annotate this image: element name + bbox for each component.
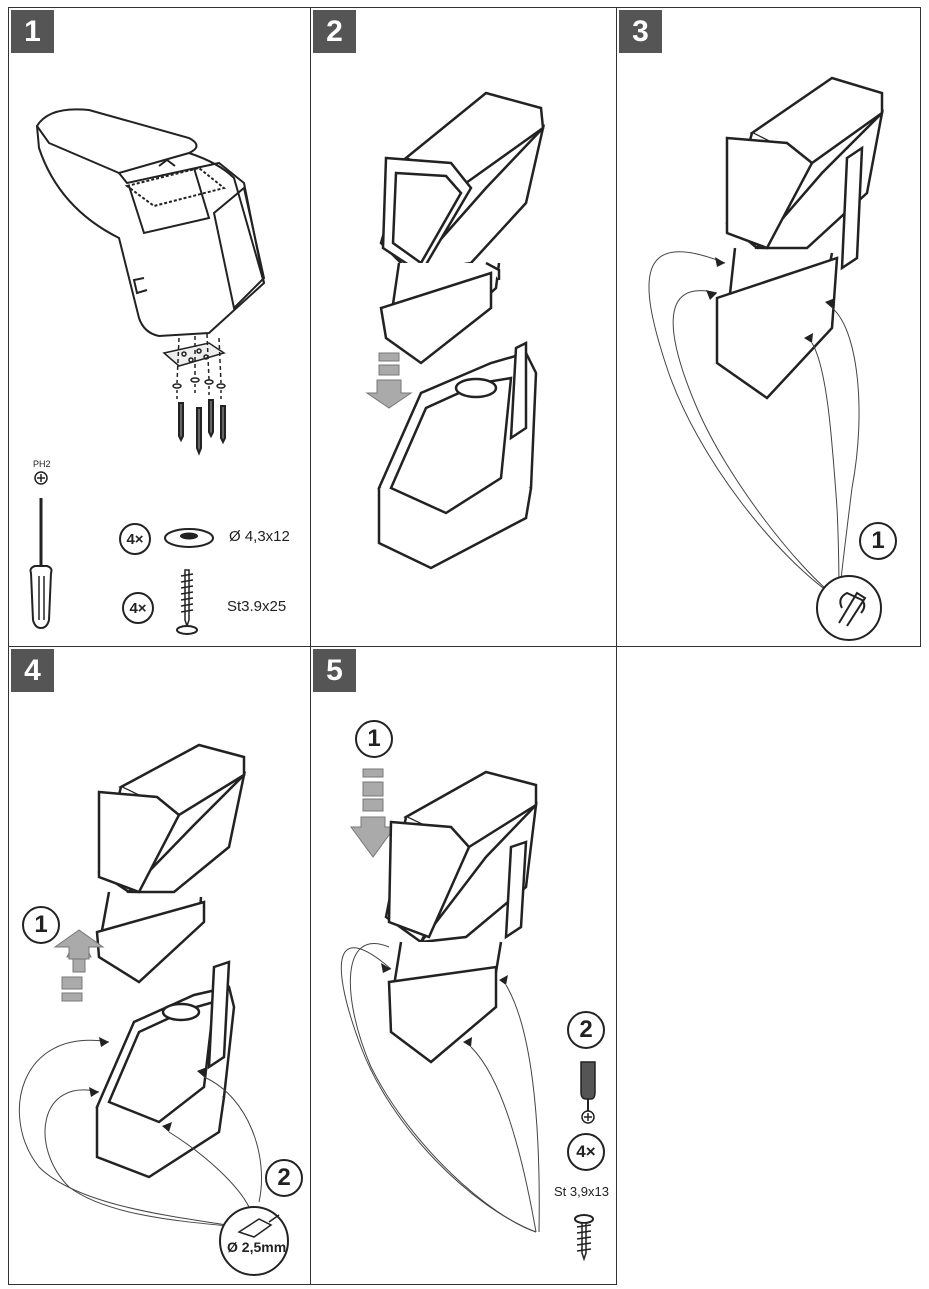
- screw-quantity-badge: 4×: [567, 1133, 605, 1171]
- screw-icon: [574, 1214, 594, 1262]
- callout-1: 1: [859, 522, 897, 560]
- up-arrow-icon: [53, 929, 105, 1002]
- armrest-drill-holes-illustration: [18, 743, 289, 1276]
- drill-bit-size-label: Ø 2,5mm: [227, 1239, 287, 1255]
- drill-icon: [219, 1206, 289, 1276]
- screwdriver-icon: [580, 1061, 596, 1124]
- step-2-panel: 2: [310, 7, 617, 647]
- screw-spec-label: St 3,9x13: [554, 1184, 609, 1199]
- callout-1: 1: [355, 720, 393, 758]
- washer-spec-label: Ø 4,3x12: [229, 528, 290, 545]
- washer-quantity-badge: 4×: [119, 523, 151, 555]
- step-4-panel: 4: [8, 646, 311, 1285]
- step-3-panel: 3 1: [616, 7, 921, 647]
- screw-spec-label: St3.9x25: [227, 598, 287, 615]
- screwdriver-icon: [29, 471, 53, 630]
- callout-2: 2: [265, 1159, 303, 1197]
- step-5-panel: 5 1 2: [310, 646, 617, 1285]
- armrest-fastening-illustration: [340, 768, 540, 1233]
- callout-2: 2: [567, 1011, 605, 1049]
- step-number-badge: 1: [11, 10, 54, 53]
- step-number-badge: 3: [619, 10, 662, 53]
- callout-1: 1: [22, 906, 60, 944]
- down-arrow-icon: [350, 768, 396, 858]
- screw-quantity-badge: 4×: [122, 592, 154, 624]
- step-number-badge: 5: [313, 649, 356, 692]
- step-number-badge: 4: [11, 649, 54, 692]
- down-arrow-icon: [365, 352, 413, 409]
- step-1-panel: 1 PH2 4×: [8, 7, 311, 647]
- tool-size-label: PH2: [33, 459, 51, 469]
- armrest-with-bracket-illustration: [35, 108, 266, 456]
- washer-icon: [164, 528, 214, 548]
- screw-icon: [176, 569, 198, 635]
- armrest-lowering-onto-base-illustration: [365, 91, 546, 570]
- step-number-badge: 2: [313, 10, 356, 53]
- armrest-mark-holes-illustration: [648, 76, 884, 641]
